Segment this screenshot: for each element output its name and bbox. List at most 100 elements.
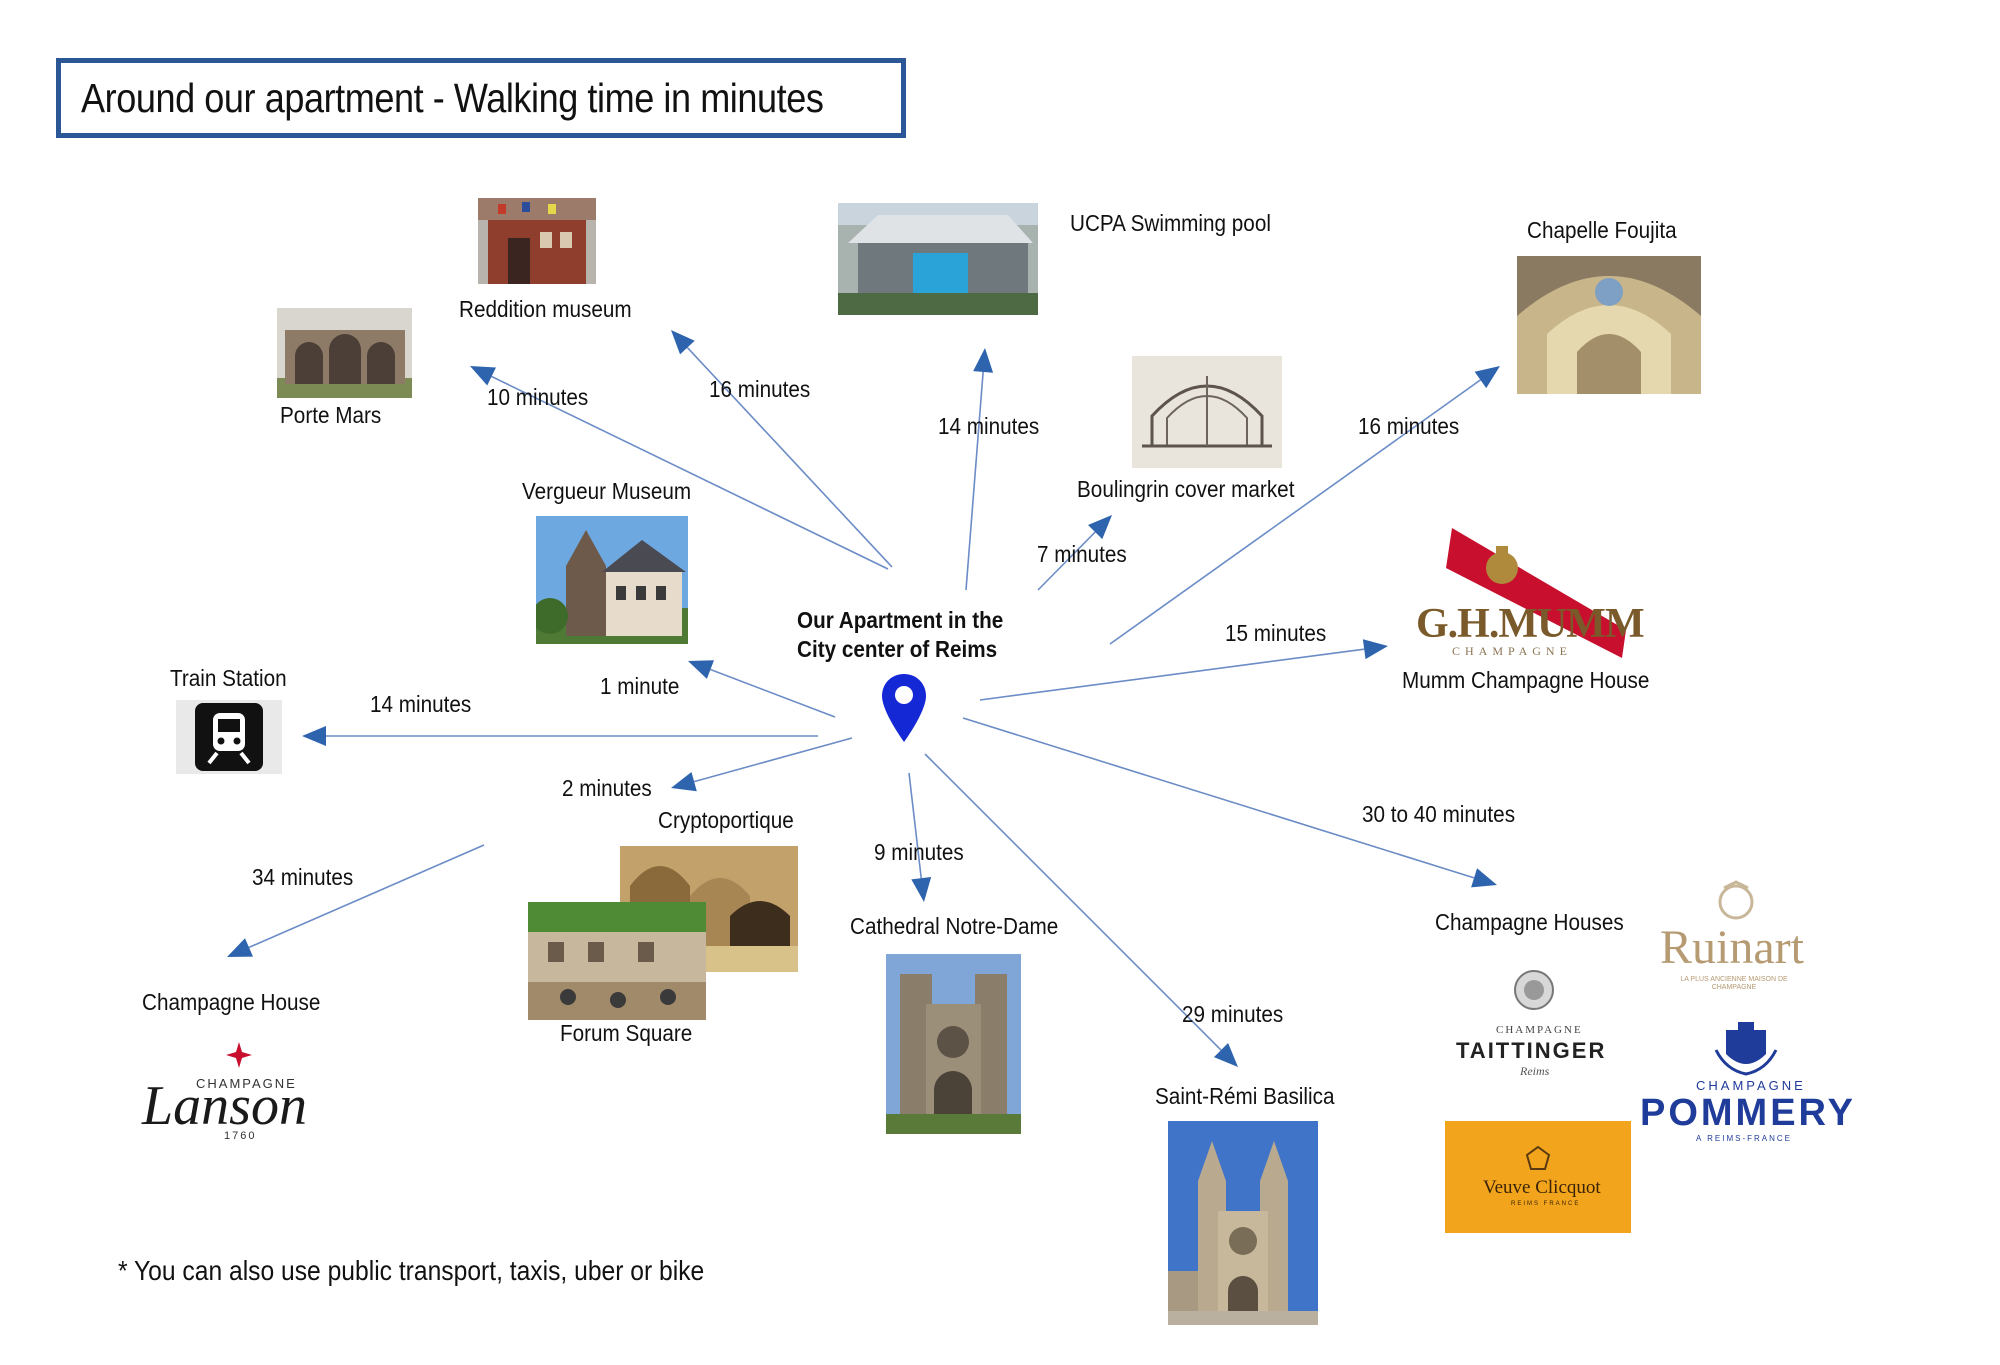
foujita-arrow	[1109, 366, 1500, 645]
forum-square-label: Forum Square	[560, 1020, 693, 1046]
boulingrin-market-time: 7 minutes	[1037, 541, 1127, 567]
lanson-logo-top: CHAMPAGNE	[196, 1076, 297, 1091]
mumm-time: 15 minutes	[1225, 620, 1327, 646]
train-arrow	[302, 726, 818, 746]
lanson-logo: CHAMPAGNE Lanson 1760	[138, 1040, 338, 1146]
taittinger-logo-text: TAITTINGER	[1456, 1038, 1607, 1063]
saint-remi-arrow	[924, 753, 1238, 1067]
porte-mars-time: 10 minutes	[487, 384, 589, 410]
boulingrin-arrow	[1037, 515, 1112, 591]
vergueur-museum-photo	[536, 516, 688, 644]
mumm-logo: G.H.MUMM CHAMPAGNE	[1416, 526, 1645, 660]
pommery-logo-subtext: A REIMS-FRANCE	[1696, 1134, 1793, 1143]
porte-mars-arrow	[470, 366, 889, 570]
ruinart-logo: Ruinart LA PLUS ANCIENNE MAISON DE CHAMP…	[1656, 880, 1816, 991]
forum-arrow	[671, 737, 853, 792]
apartment-label-line2: City center of Reims	[797, 636, 998, 662]
cathedral-arrow	[908, 772, 932, 902]
train-station-label: Train Station	[170, 665, 287, 691]
apartment-label-line1: Our Apartment in the	[797, 607, 1004, 633]
vergueur-arrow	[688, 660, 836, 718]
veuve-clicquot-logo: Veuve Clicquot REIMS FRANCE	[1445, 1121, 1631, 1233]
lanson-arrow-head	[227, 938, 253, 957]
saint-remi-arrow-line	[924, 753, 1222, 1051]
ruinart-logo-subtext: LA PLUS ANCIENNE MAISON DE CHAMPAGNE	[1680, 976, 1788, 991]
houses-arrow-line	[962, 717, 1475, 879]
porte-mars-arrow-line	[491, 375, 889, 570]
cathedral-time: 9 minutes	[874, 839, 964, 865]
champagne-houses-label: Champagne Houses	[1435, 909, 1624, 935]
cathedral-label: Cathedral Notre-Dame	[850, 913, 1059, 939]
chapelle-foujita-photo	[1517, 256, 1701, 394]
chapelle-foujita-time: 16 minutes	[1358, 413, 1460, 439]
pommery-logo: CHAMPAGNE POMMERY A REIMS-FRANCE	[1640, 1020, 1853, 1143]
ucpa-pool-photo	[838, 203, 1038, 315]
mumm-arrow	[979, 639, 1388, 701]
lanson-logo-year: 1760	[224, 1130, 257, 1142]
cathedral-arrow-head	[911, 877, 932, 902]
foujita-arrow-head	[1474, 366, 1500, 389]
title-text: Around our apartment - Walking time in m…	[81, 74, 824, 121]
boulingrin-market-photo	[1132, 356, 1282, 468]
ucpa-arrow-head	[973, 348, 994, 373]
forum-arrow-line	[693, 737, 853, 783]
mumm-logo-subtext: CHAMPAGNE	[1452, 644, 1572, 658]
taittinger-logo-subtext: Reims	[1520, 1064, 1550, 1078]
ucpa-arrow-line	[965, 371, 984, 591]
page-title: Around our apartment - Walking time in m…	[56, 58, 906, 138]
forum-square-photo	[528, 902, 706, 1020]
saint-remi-time: 29 minutes	[1182, 1001, 1284, 1027]
boulingrin-arrow-head	[1088, 515, 1112, 540]
train-icon	[195, 703, 263, 771]
cathedral-arrow-line	[908, 772, 923, 879]
vergueur-arrow-line	[710, 668, 836, 718]
lanson-arrow-line	[248, 844, 485, 949]
pommery-logo-top: CHAMPAGNE	[1696, 1078, 1806, 1093]
taittinger-logo-top: CHAMPAGNE	[1496, 1024, 1583, 1036]
vergueur-museum-time: 1 minute	[600, 673, 680, 699]
train-arrow-head	[302, 726, 326, 746]
foujita-arrow-line	[1109, 379, 1481, 645]
boulingrin-market-label: Boulingrin cover market	[1077, 476, 1295, 502]
vergueur-arrow-head	[688, 660, 714, 679]
reddition-arrow	[671, 330, 893, 568]
footnote: * You can also use public transport, tax…	[118, 1255, 705, 1286]
pommery-logo-text: POMMERY	[1640, 1092, 1856, 1134]
lanson-logo-text: Lanson	[142, 1075, 307, 1137]
lanson-house-label: Champagne House	[142, 989, 321, 1015]
ucpa-pool-label: UCPA Swimming pool	[1070, 210, 1271, 236]
boulingrin-arrow-line	[1037, 531, 1096, 591]
apartment-label: Our Apartment in the City center of Reim…	[797, 606, 1003, 664]
reddition-museum-photo	[478, 198, 596, 284]
ucpa-arrow	[965, 348, 994, 591]
saint-remi-arrow-head	[1213, 1042, 1238, 1067]
porte-mars-arrow-head	[470, 366, 496, 386]
saint-remi-photo	[1168, 1121, 1318, 1325]
reddition-arrow-line	[686, 347, 893, 568]
reddition-museum-time: 16 minutes	[709, 376, 811, 402]
lanson-arrow	[227, 844, 485, 957]
forum-arrow-head	[671, 771, 697, 792]
veuve-clicquot-logo-text: Veuve Clicquot	[1483, 1177, 1601, 1198]
cryptoportique-label: Cryptoportique	[658, 807, 794, 833]
forum-square-time: 2 minutes	[562, 775, 652, 801]
houses-arrow-head	[1471, 868, 1497, 888]
ucpa-pool-time: 14 minutes	[938, 413, 1040, 439]
mumm-label: Mumm Champagne House	[1402, 667, 1650, 693]
veuve-clicquot-logo-subtext: REIMS FRANCE	[1511, 1201, 1581, 1207]
reddition-museum-label: Reddition museum	[459, 296, 632, 322]
porte-mars-label: Porte Mars	[280, 402, 382, 428]
mumm-arrow-line	[979, 648, 1365, 701]
ruinart-logo-text: Ruinart	[1660, 921, 1804, 974]
lanson-house-time: 34 minutes	[252, 864, 354, 890]
reddition-arrow-head	[671, 330, 695, 355]
cathedral-photo	[886, 954, 1021, 1134]
train-station-time: 14 minutes	[370, 691, 472, 717]
location-pin-icon	[880, 672, 928, 744]
chapelle-foujita-label: Chapelle Foujita	[1527, 217, 1677, 243]
champagne-houses-time: 30 to 40 minutes	[1362, 801, 1516, 827]
saint-remi-label: Saint-Rémi Basilica	[1155, 1083, 1335, 1109]
train-station-tile	[176, 700, 282, 774]
porte-mars-photo	[277, 308, 412, 398]
